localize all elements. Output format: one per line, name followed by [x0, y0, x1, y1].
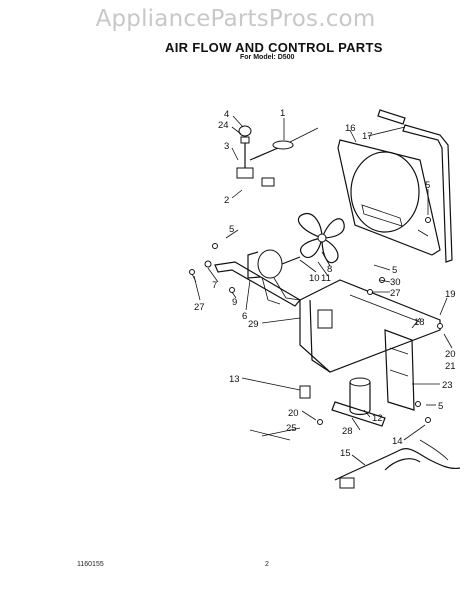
- base-pan: [299, 279, 441, 373]
- fan-motor: [247, 249, 301, 305]
- callout-label: 13: [229, 374, 240, 385]
- diagram-title: AIR FLOW AND CONTROL PARTS: [165, 40, 383, 55]
- callout-label: 15: [340, 448, 351, 459]
- callout-label: 5: [438, 401, 443, 412]
- callout-label: 23: [442, 380, 453, 391]
- callout-label: 10: [309, 273, 320, 284]
- callout-label: 25: [286, 423, 297, 434]
- callout-label: 19: [445, 289, 456, 300]
- capacitor-and-strap: [299, 377, 386, 427]
- gasket-strips: [377, 109, 453, 263]
- callout-label: 27: [390, 288, 401, 299]
- fan-blade: [298, 212, 345, 264]
- callout-label: 2: [224, 195, 229, 206]
- callout-label: 29: [248, 319, 259, 330]
- callout-label: 3: [224, 141, 229, 152]
- callout-label: 7: [212, 280, 217, 291]
- callout-label: 12: [372, 413, 383, 424]
- callout-label: 21: [445, 361, 456, 372]
- wiring-harness: [249, 429, 461, 489]
- orifice-panel: [337, 139, 441, 256]
- callout-label: 17: [362, 131, 373, 142]
- screws: [189, 217, 443, 425]
- callout-label: 1: [280, 108, 285, 119]
- leader-lines: [193, 115, 453, 466]
- callout-label: 5: [392, 265, 397, 276]
- callout-label: 18: [414, 317, 425, 328]
- watermark: AppliancePartsPros.com: [95, 6, 376, 32]
- callout-label: 24: [218, 120, 229, 131]
- document-number: 1160155: [77, 561, 104, 568]
- model-subtitle: For Model: D500: [240, 54, 295, 61]
- callout-label: 27: [194, 302, 205, 313]
- callout-label: 8: [327, 264, 332, 275]
- callout-label: 20: [288, 408, 299, 419]
- callout-label: 30: [390, 277, 401, 288]
- control-panel-bracket: [384, 329, 415, 411]
- callout-label: 4: [224, 109, 229, 120]
- callout-label: 5: [229, 224, 234, 235]
- motor-bracket: [189, 260, 301, 307]
- callout-label: 11: [321, 273, 331, 284]
- callout-labels: 4 24 1 3 2 5 16 17 5 8 10 11 5 30 27 7 9…: [194, 108, 456, 459]
- callout-label: 9: [232, 297, 237, 308]
- callout-label: 5: [425, 180, 430, 191]
- callout-label: 6: [242, 311, 247, 322]
- page-number: 2: [265, 561, 269, 568]
- callout-label: 14: [392, 436, 403, 447]
- knob-and-shaft-assembly: [236, 125, 319, 187]
- callout-label: 20: [445, 349, 456, 360]
- callout-label: 16: [345, 123, 356, 134]
- callout-label: 28: [342, 426, 353, 437]
